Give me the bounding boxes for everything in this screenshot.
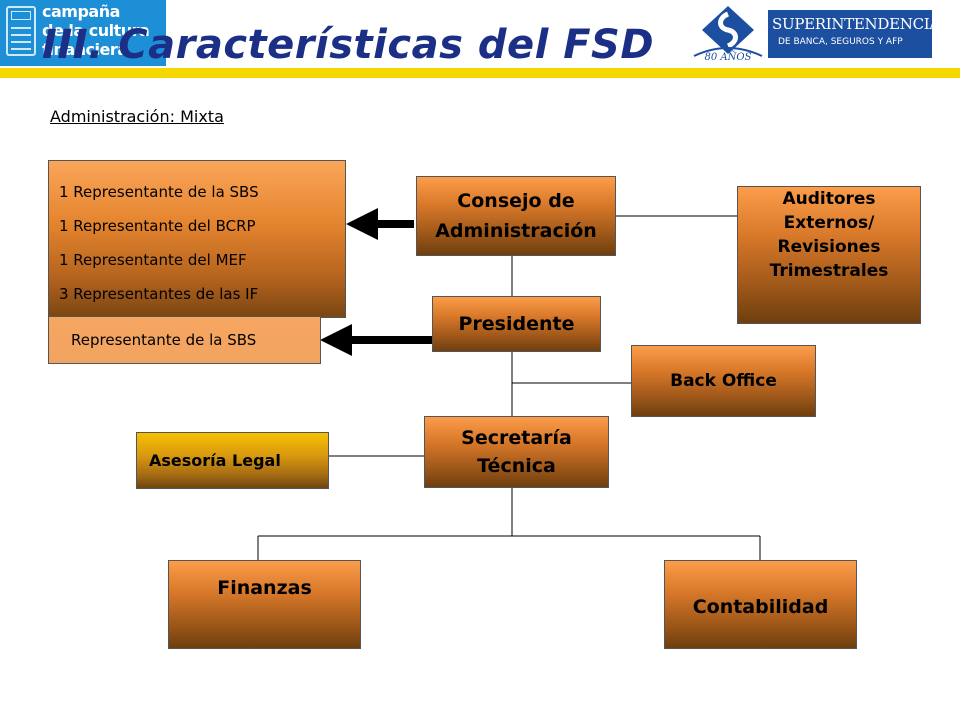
campaign-logo-line-1: campaña: [42, 2, 120, 21]
finanzas-box: Finanzas: [168, 560, 361, 649]
superintendencia-logo-line-2: DE BANCA, SEGUROS Y AFP: [778, 37, 903, 47]
auditores-line-4: Trimestrales: [769, 261, 889, 281]
superintendencia-logo-line-1: SUPERINTENDENCIA: [772, 15, 940, 33]
representative-item: 1 Representante del BCRP: [59, 217, 256, 235]
consejo-line-2: Administración: [435, 220, 597, 242]
administration-subtitle: Administración: Mixta: [50, 107, 224, 126]
campaign-logo-line-3: financiera: [42, 40, 128, 59]
page-title: III. Características del FSD: [42, 22, 655, 68]
arrow-consejo-head: [346, 208, 378, 240]
back-office-box: Back Office: [631, 345, 816, 417]
finanzas-label: Finanzas: [217, 577, 312, 599]
emblem-label: 80 AÑOS: [705, 51, 752, 63]
auditores-externos-box: Auditores Externos/ Revisiones Trimestra…: [737, 186, 921, 324]
campaign-logo-text: campaña de la cultura financiera: [42, 2, 150, 59]
auditores-line-3: Revisiones: [777, 237, 881, 257]
arrow-presidente-shaft: [350, 336, 434, 344]
representative-item: 1 Representante del MEF: [59, 251, 247, 269]
campaign-logo: campaña de la cultura financiera: [0, 0, 166, 66]
campaign-logo-line-2: de la cultura: [42, 21, 150, 40]
consejo-line-1: Consejo de: [457, 190, 575, 212]
asesoria-legal-box: Asesoría Legal: [136, 432, 329, 489]
presidente-box: Presidente: [432, 296, 601, 352]
consejo-administracion-box: Consejo de Administración: [416, 176, 616, 256]
contabilidad-box: Contabilidad: [664, 560, 857, 649]
secretaria-line-1: Secretaría: [461, 427, 572, 449]
back-office-label: Back Office: [670, 371, 777, 391]
auditores-line-1: Auditores: [782, 189, 876, 209]
arrow-presidente-head: [320, 324, 352, 356]
calculator-icon: [6, 6, 36, 56]
representative-item: 1 Representante de la SBS: [59, 183, 259, 201]
council-representatives-box: 1 Representante de la SBS 1 Representant…: [48, 160, 346, 318]
asesoria-label: Asesoría Legal: [149, 451, 281, 470]
secretaria-line-2: Técnica: [477, 455, 556, 477]
header-yellow-stripe: [0, 68, 960, 78]
representative-item: 3 Representantes de las IF: [59, 285, 259, 303]
arrow-consejo-shaft: [376, 220, 414, 228]
sbs-anniversary-emblem: 80 AÑOS: [693, 6, 763, 63]
president-representative-box: Representante de la SBS: [48, 316, 321, 364]
secretaria-tecnica-box: Secretaría Técnica: [424, 416, 609, 488]
auditores-line-2: Externos/: [783, 213, 875, 233]
superintendencia-logo: SUPERINTENDENCIA DE BANCA, SEGUROS Y AFP: [768, 10, 940, 58]
contabilidad-label: Contabilidad: [692, 595, 829, 618]
presidente-label: Presidente: [458, 313, 575, 335]
